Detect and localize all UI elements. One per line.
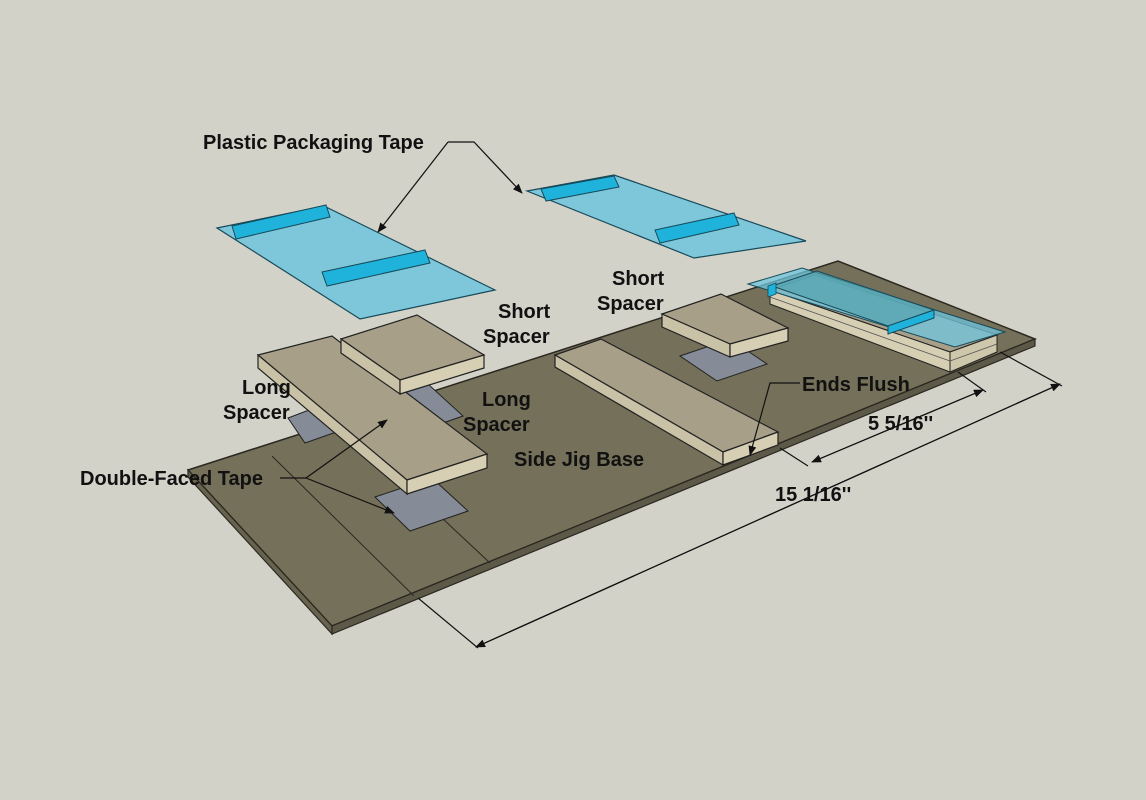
- label-double-faced-tape: Double-Faced Tape: [80, 468, 263, 490]
- label-ends-flush: Ends Flush: [802, 374, 910, 396]
- label-dimension-short: 5 5/16'': [868, 413, 933, 435]
- label-long-spacer-right-2: Spacer: [463, 414, 530, 436]
- label-long-spacer-left-2: Spacer: [223, 402, 290, 424]
- dimension-long: [417, 351, 1063, 649]
- long-spacer-right: [553, 338, 780, 467]
- label-side-jig-base: Side Jig Base: [514, 449, 644, 471]
- label-long-spacer-left-1: Long: [242, 377, 291, 399]
- short-spacer-right: [660, 293, 790, 358]
- label-short-spacer-right-1: Short: [612, 268, 665, 290]
- label-long-spacer-right-1: Long: [482, 389, 531, 411]
- short-spacer-left: [339, 314, 486, 396]
- long-spacer-left: [256, 335, 489, 496]
- label-dimension-long: 15 1/16'': [775, 484, 851, 506]
- label-short-spacer-left-1: Short: [498, 301, 551, 323]
- leader-lines: [280, 141, 800, 514]
- plastic-tape-right: [524, 174, 807, 259]
- assembled-jig: [746, 267, 1007, 373]
- label-short-spacer-left-2: Spacer: [483, 326, 550, 348]
- label-short-spacer-right-2: Spacer: [597, 293, 664, 315]
- plastic-tape-left: [215, 204, 497, 320]
- side-jig-base: [186, 260, 1038, 636]
- dimension-short: [779, 371, 987, 467]
- label-plastic-tape: Plastic Packaging Tape: [203, 132, 424, 154]
